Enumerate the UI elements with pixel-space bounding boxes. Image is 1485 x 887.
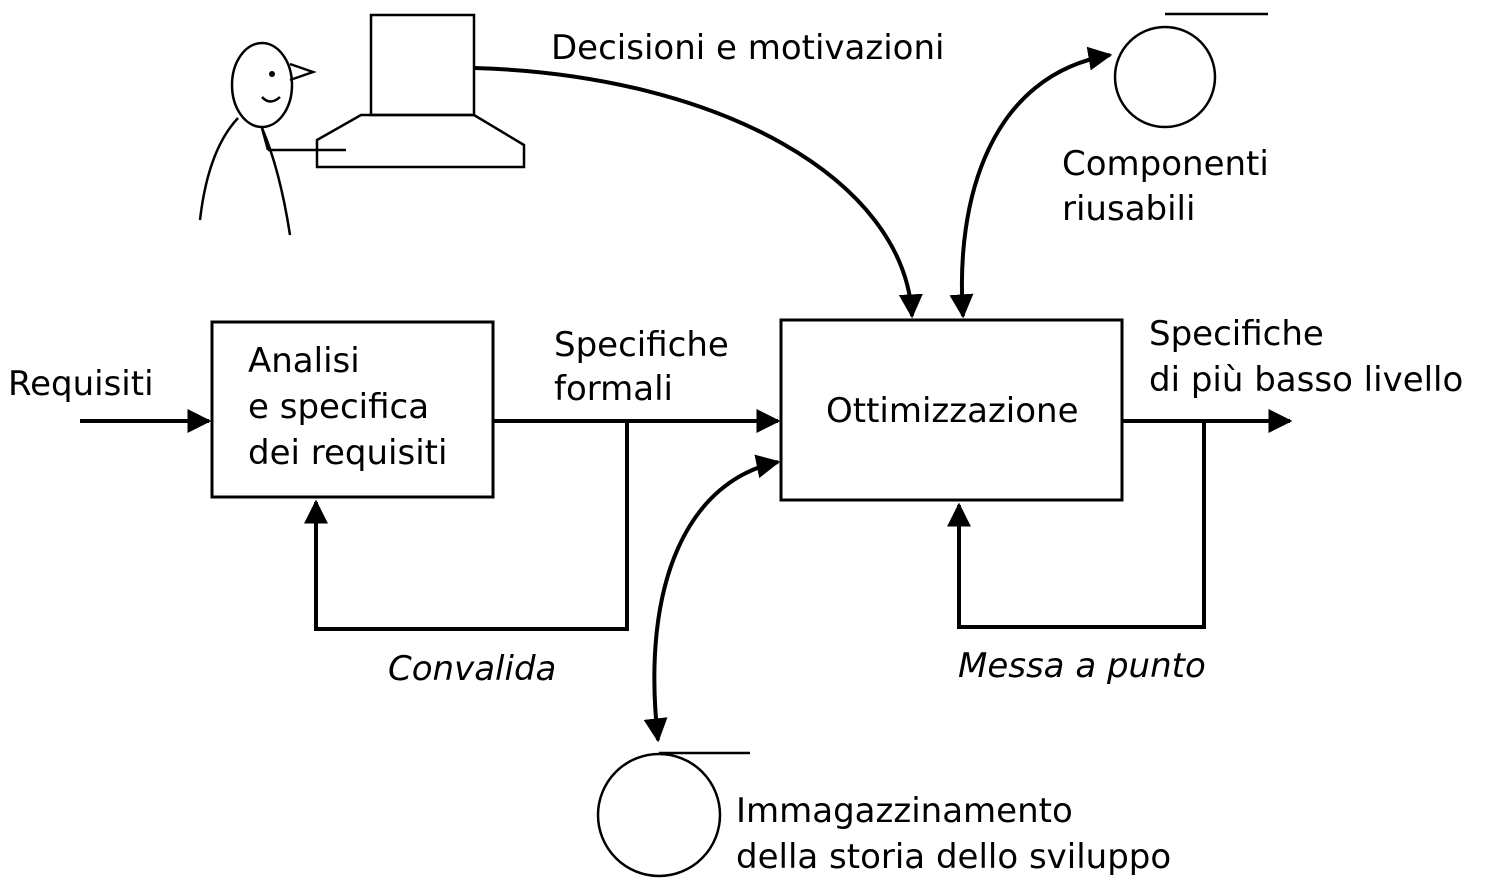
tuning-label: Messa a punto xyxy=(958,646,1206,686)
reusable-components-storage-icon xyxy=(1113,12,1268,129)
decisions-label: Decisioni e motivazioni xyxy=(551,28,944,68)
optimization-box-label: Ottimizzazione xyxy=(826,391,1079,431)
output-label: Specifiche di più basso livello xyxy=(1149,314,1463,400)
validation-label: Convalida xyxy=(388,649,556,689)
history-storage-label: Immagazzinamento della storia dello svil… xyxy=(736,791,1171,877)
analysis-box xyxy=(210,320,495,499)
history-storage-arrow xyxy=(643,454,781,743)
decisions-arrow xyxy=(473,66,923,319)
analysis-box-label: Analisi e specifica dei requisiti xyxy=(248,341,447,473)
formal-specs-label: Specifiche formali xyxy=(554,325,740,409)
reusable-components-arrow xyxy=(949,46,1113,319)
designer-at-computer-icon xyxy=(198,13,526,236)
history-storage-icon xyxy=(596,751,750,878)
tuning-loop-arrow xyxy=(947,421,1206,629)
input-label: Requisiti xyxy=(8,364,154,404)
reusable-components-label: Componenti riusabili xyxy=(1062,144,1280,229)
validation-loop-arrow xyxy=(304,421,629,631)
optimization-box xyxy=(779,318,1124,502)
